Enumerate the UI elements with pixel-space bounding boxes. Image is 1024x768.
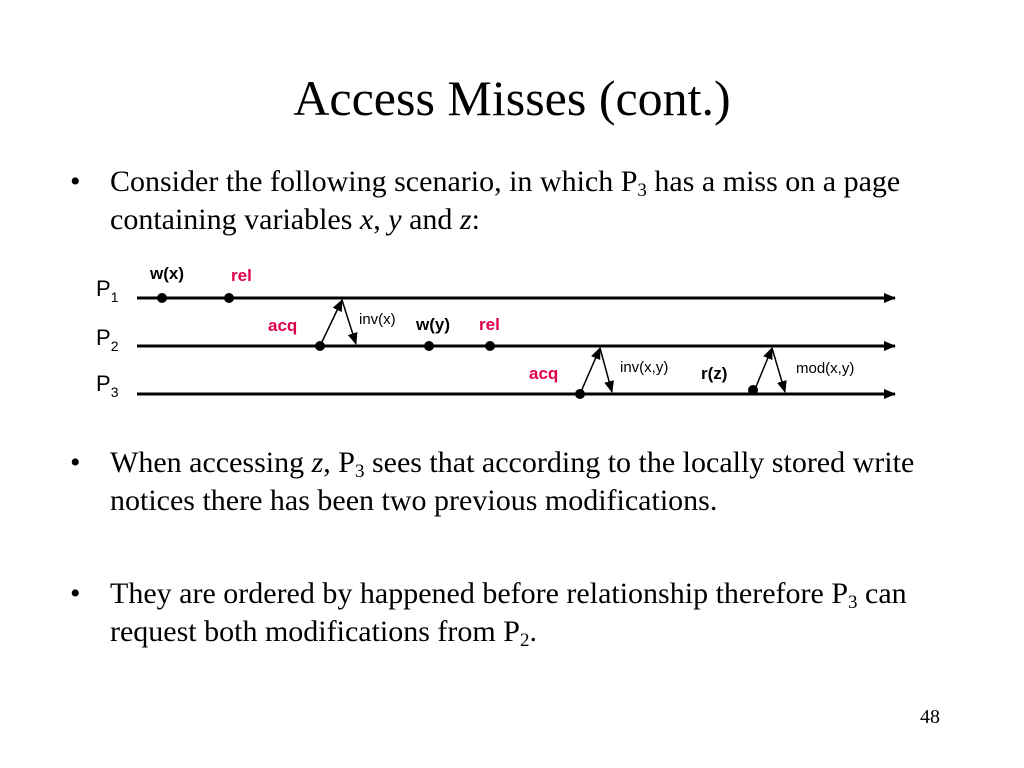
process-label-p1: P1 xyxy=(96,276,119,305)
event-label-p3-acquire: acq xyxy=(529,364,558,383)
bullet-text: They are ordered by happened before rela… xyxy=(110,577,907,651)
message-label-inv-xy: inv(x,y) xyxy=(620,359,668,376)
event-dot-p2-release xyxy=(485,341,495,351)
message-arrow-inv-x-request xyxy=(319,299,343,347)
bullet-happened-before: • They are ordered by happened before re… xyxy=(70,575,950,651)
message-arrow-mod-xy-reply xyxy=(771,347,787,393)
bullet-consider-scenario: • Consider the following scenario, in wh… xyxy=(70,163,950,239)
message-label-mod-xy: mod(x,y) xyxy=(796,360,854,377)
bullet-mark: • xyxy=(70,446,81,479)
message-arrow-inv-xy-request xyxy=(579,347,601,395)
event-dot-p1-write-x xyxy=(157,293,167,303)
bullet-accessing-z: • When accessing z, P3 sees that accordi… xyxy=(70,444,950,520)
event-label-p2-acquire: acq xyxy=(268,316,297,335)
bullet-text: Consider the following scenario, in whic… xyxy=(110,165,901,236)
event-dot-p2-write-y xyxy=(424,341,434,351)
event-label-read-z: r(z) xyxy=(701,364,727,383)
message-label-inv-x: inv(x) xyxy=(359,311,396,328)
process-label-p2: P2 xyxy=(96,325,119,354)
event-label-write-x: w(x) xyxy=(149,264,184,283)
bullet-mark: • xyxy=(70,577,81,610)
event-label-p1-release: rel xyxy=(231,266,252,285)
event-label-write-y: w(y) xyxy=(415,315,450,334)
event-dot-p3-read-z xyxy=(748,385,758,395)
message-arrow-inv-x-reply xyxy=(341,299,358,345)
slide-title: Access Misses (cont.) xyxy=(293,70,731,126)
event-dot-p3-acquire xyxy=(575,389,585,399)
event-label-p2-release: rel xyxy=(479,315,500,334)
bullet-text: When accessing z, P3 sees that according… xyxy=(110,446,915,517)
event-dot-p2-acquire xyxy=(315,341,325,351)
message-arrow-inv-xy-reply xyxy=(599,347,614,393)
event-dot-p1-release xyxy=(224,293,234,303)
bullet-mark: • xyxy=(70,165,81,198)
process-label-p3: P3 xyxy=(96,371,119,400)
slide-number: 48 xyxy=(920,706,940,728)
